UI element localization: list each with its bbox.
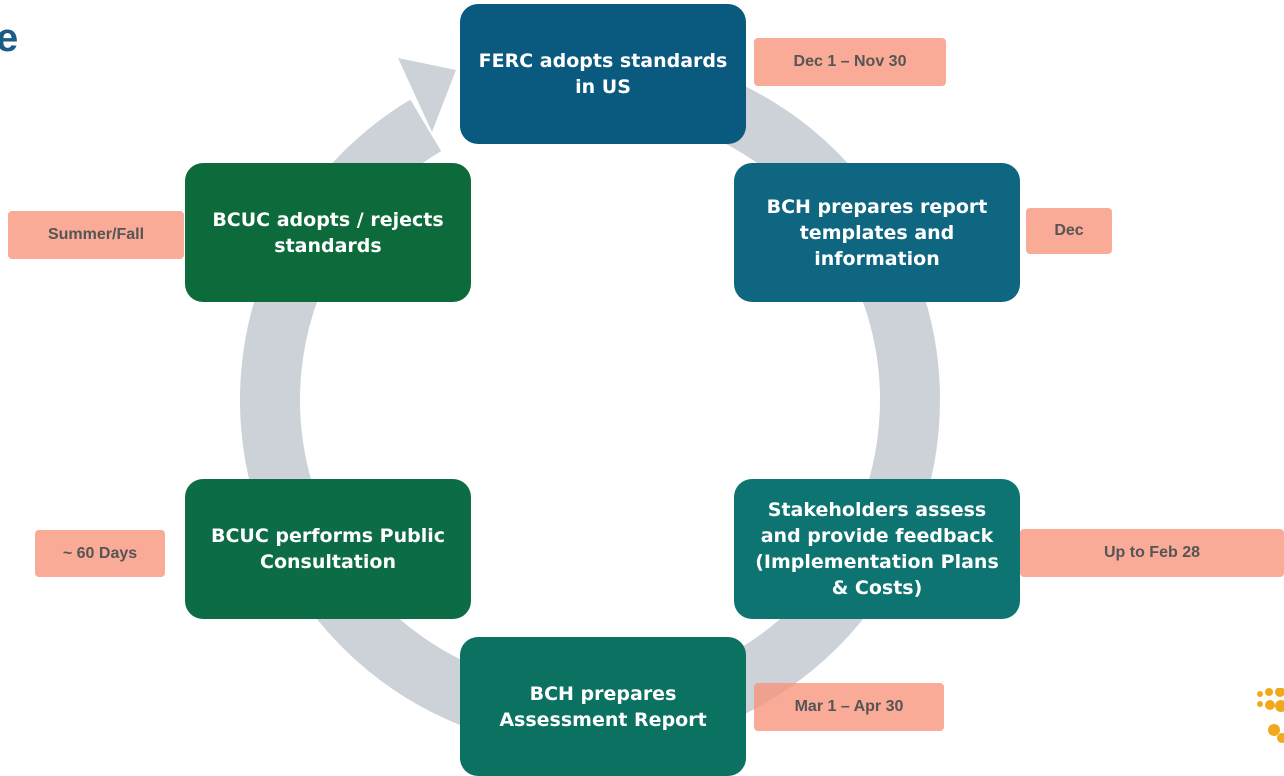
timing-tag-feedback: Up to Feb 28: [1020, 529, 1284, 577]
step-bch-prepares-templates-label: BCH prepares report templates and inform…: [766, 195, 988, 270]
cycle-arrowhead-icon: [398, 58, 456, 132]
step-bch-assessment-report: BCH prepares Assessment Report: [460, 637, 746, 776]
timing-tag-adoption: Summer/Fall: [8, 211, 184, 259]
step-bch-prepares-templates: BCH prepares report templates and inform…: [734, 163, 1020, 302]
step-bcuc-public-consultation: BCUC performs Public Consultation: [185, 479, 471, 619]
timing-tag-ferc: Dec 1 – Nov 30: [754, 38, 946, 86]
step-stakeholders-assess: Stakeholders assess and provide feedback…: [734, 479, 1020, 619]
step-ferc-adopts: FERC adopts standards in US: [460, 4, 746, 144]
step-ferc-adopts-label: FERC adopts standards in US: [478, 50, 728, 98]
logo-dots-icon: [1257, 688, 1284, 743]
step-bcuc-adopts-rejects-label: BCUC adopts / rejects standards: [212, 208, 444, 257]
page-title-fragment: e: [0, 16, 19, 60]
timing-tag-assessment: Mar 1 – Apr 30: [754, 683, 944, 731]
step-bcuc-public-consultation-label: BCUC performs Public Consultation: [210, 525, 446, 573]
step-bcuc-adopts-rejects: BCUC adopts / rejects standards: [185, 163, 471, 302]
timing-tag-templates: Dec: [1026, 208, 1112, 254]
step-bch-assessment-report-label: BCH prepares Assessment Report: [499, 682, 707, 731]
step-stakeholders-assess-label: Stakeholders assess and provide feedback…: [755, 499, 999, 599]
timing-tag-consultation: ~ 60 Days: [35, 530, 165, 577]
